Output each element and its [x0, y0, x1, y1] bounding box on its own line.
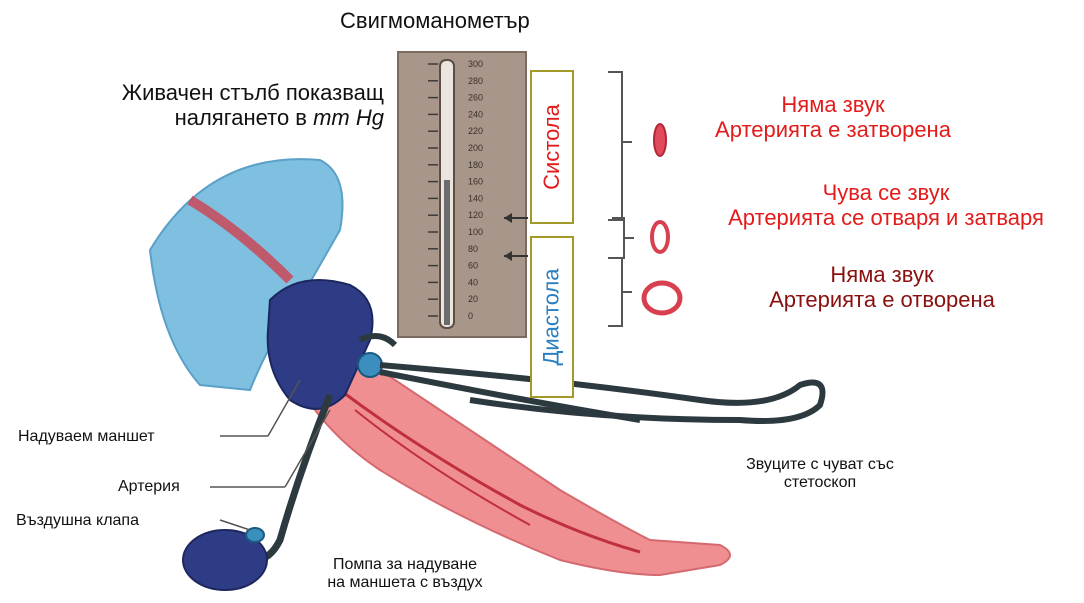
- unit-mmhg: mm Hg: [313, 105, 384, 130]
- state-closed-line1: Няма звук: [668, 92, 998, 117]
- state-open-line1: Няма звук: [712, 262, 1052, 287]
- valve-leader: [220, 520, 250, 530]
- scale-tick-label: 0: [468, 311, 473, 321]
- state-opening-line1: Чува се звук: [690, 180, 1082, 205]
- state-open-line2: Артерията е отворена: [712, 287, 1052, 312]
- mercury-column: [444, 180, 450, 325]
- brace-diastole: [608, 258, 632, 326]
- forearm: [290, 355, 730, 575]
- pump-tube: [255, 395, 330, 560]
- scale-tick-label: 180: [468, 160, 483, 170]
- diastole-label: Диастола: [539, 268, 565, 365]
- brace-systole: [608, 72, 632, 220]
- state-opening: Чува се звук Артерията се отваря и затва…: [690, 180, 1082, 231]
- scale-tick-label: 220: [468, 126, 483, 136]
- pump-label: Помпа за надуване на маншета с въздух: [300, 556, 510, 593]
- diastole-box: Диастола: [530, 236, 574, 398]
- state-opening-line2: Артерията се отваря и затваря: [690, 205, 1082, 230]
- scale-tick-label: 100: [468, 227, 483, 237]
- mercury-column-label: Живачен стълб показващ налягането в mm H…: [122, 80, 384, 131]
- artery-closed: [654, 124, 666, 156]
- artery-open: [644, 283, 680, 313]
- state-closed: Няма звук Артерията е затворена: [668, 92, 998, 143]
- stethoscope-label-line1: Звуците с чуват със: [715, 456, 925, 474]
- scale-tick-label: 120: [468, 210, 483, 220]
- diagram-title: Свигмоманометър: [340, 8, 530, 33]
- scale-tick-label: 260: [468, 93, 483, 103]
- artery-opening: [652, 222, 668, 252]
- scale-tick-label: 20: [468, 294, 478, 304]
- valve-label: Въздушна клапа: [16, 512, 139, 530]
- artery-label: Артерия: [118, 478, 180, 496]
- scale-tick-label: 140: [468, 193, 483, 203]
- mercury-column-label-line1: Живачен стълб показващ: [122, 80, 384, 105]
- cuff-label: Надуваем маншет: [18, 428, 155, 446]
- brace-audible: [612, 218, 634, 258]
- systole-box: Систола: [530, 70, 574, 224]
- systole-label: Систола: [539, 104, 565, 190]
- mercury-column-label-prefix: налягането в: [175, 105, 314, 130]
- scale-tick-label: 200: [468, 143, 483, 153]
- scale-tick-label: 280: [468, 76, 483, 86]
- scale-tick-label: 160: [468, 177, 483, 187]
- pump-label-line2: на маншета с въздух: [300, 574, 510, 592]
- stethoscope-chest-piece: [358, 353, 382, 377]
- pump-label-line1: Помпа за надуване: [300, 556, 510, 574]
- state-closed-line2: Артерията е затворена: [668, 117, 998, 142]
- scale-tick-label: 80: [468, 244, 478, 254]
- stethoscope-label: Звуците с чуват със стетоскоп: [715, 456, 925, 493]
- manometer-body: [398, 52, 526, 337]
- scale-tick-label: 240: [468, 109, 483, 119]
- scale-tick-label: 300: [468, 59, 483, 69]
- scale-tick-label: 40: [468, 277, 478, 287]
- artery-leader-2: [285, 410, 330, 487]
- scale-tick-label: 60: [468, 261, 478, 271]
- state-open: Няма звук Артерията е отворена: [712, 262, 1052, 313]
- stethoscope-label-line2: стетоскоп: [715, 474, 925, 492]
- mercury-column-label-line2: налягането в mm Hg: [122, 105, 384, 130]
